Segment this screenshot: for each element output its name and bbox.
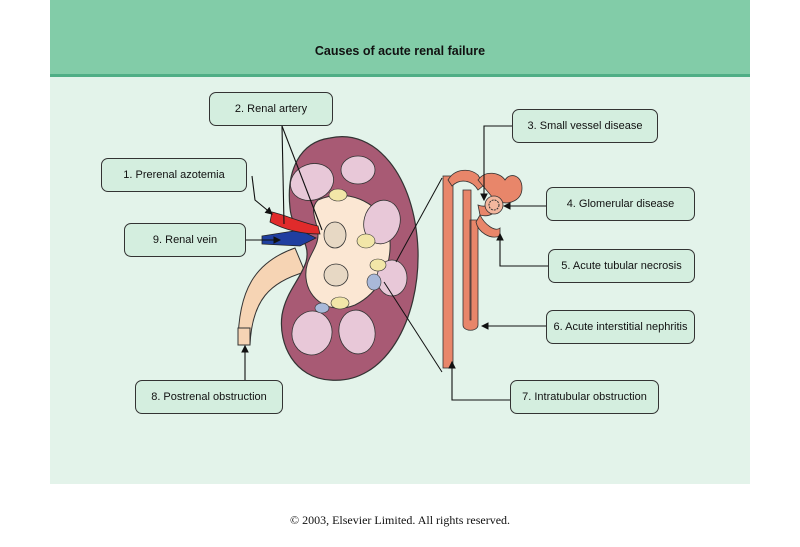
arrow-atn — [496, 232, 548, 267]
renal-artery-vessel — [269, 211, 321, 235]
ureter-end — [237, 327, 251, 346]
renal-calyces — [328, 188, 387, 310]
label-prerenal-azotemia: 1. Prerenal azotemia — [101, 158, 247, 192]
sinus-lobule — [323, 263, 349, 287]
label-acute-interstitial-nephritis: 6. Acute interstitial nephritis — [546, 310, 695, 344]
arrow-renal-artery-b — [281, 125, 323, 231]
figure-title: Causes of acute renal failure — [314, 44, 486, 58]
label-postrenal-obstruction: 8. Postrenal obstruction — [135, 380, 283, 414]
label-intratubular-obstruction: 7. Intratubular obstruction — [510, 380, 659, 414]
zoom-line-bottom — [383, 281, 443, 373]
zoom-line-top — [395, 177, 443, 263]
glomerulus — [484, 195, 504, 215]
header-band — [50, 0, 750, 77]
label-renal-vein: 9. Renal vein — [124, 223, 246, 257]
renal-pyramids — [290, 155, 408, 356]
papillae — [314, 273, 382, 314]
arrow-prerenal — [251, 175, 273, 215]
label-small-vessel-disease: 3. Small vessel disease — [512, 109, 658, 143]
copyright-notice: © 2003, Elsevier Limited. All rights res… — [289, 513, 511, 527]
glomerulus-capillaries — [488, 199, 500, 211]
label-acute-tubular-necrosis: 5. Acute tubular necrosis — [548, 249, 695, 283]
sinus-lobule — [323, 221, 347, 249]
arrow-renal-artery-a — [281, 125, 285, 225]
nephron — [442, 169, 523, 369]
label-renal-artery: 2. Renal artery — [209, 92, 333, 126]
arrow-small-vessel — [480, 125, 512, 202]
arrow-intratubular — [448, 360, 510, 401]
leader-lines — [241, 125, 548, 401]
label-glomerular-disease: 4. Glomerular disease — [546, 187, 695, 221]
